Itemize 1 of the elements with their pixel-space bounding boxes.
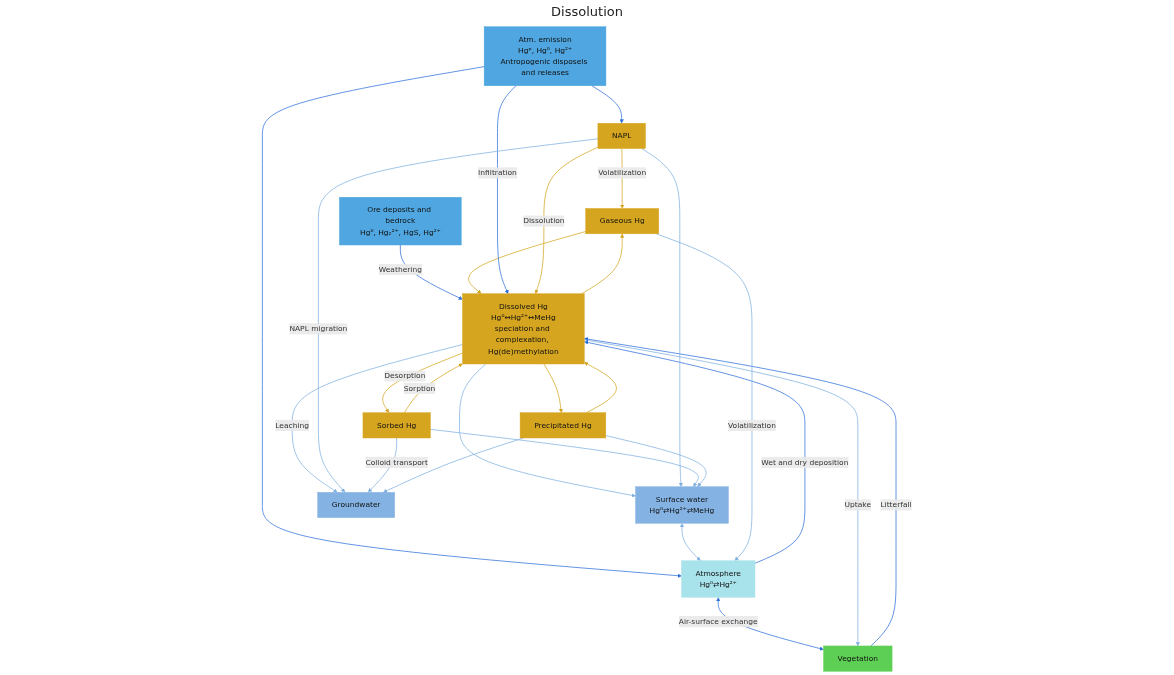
note-text: Dissolution [551,4,623,19]
